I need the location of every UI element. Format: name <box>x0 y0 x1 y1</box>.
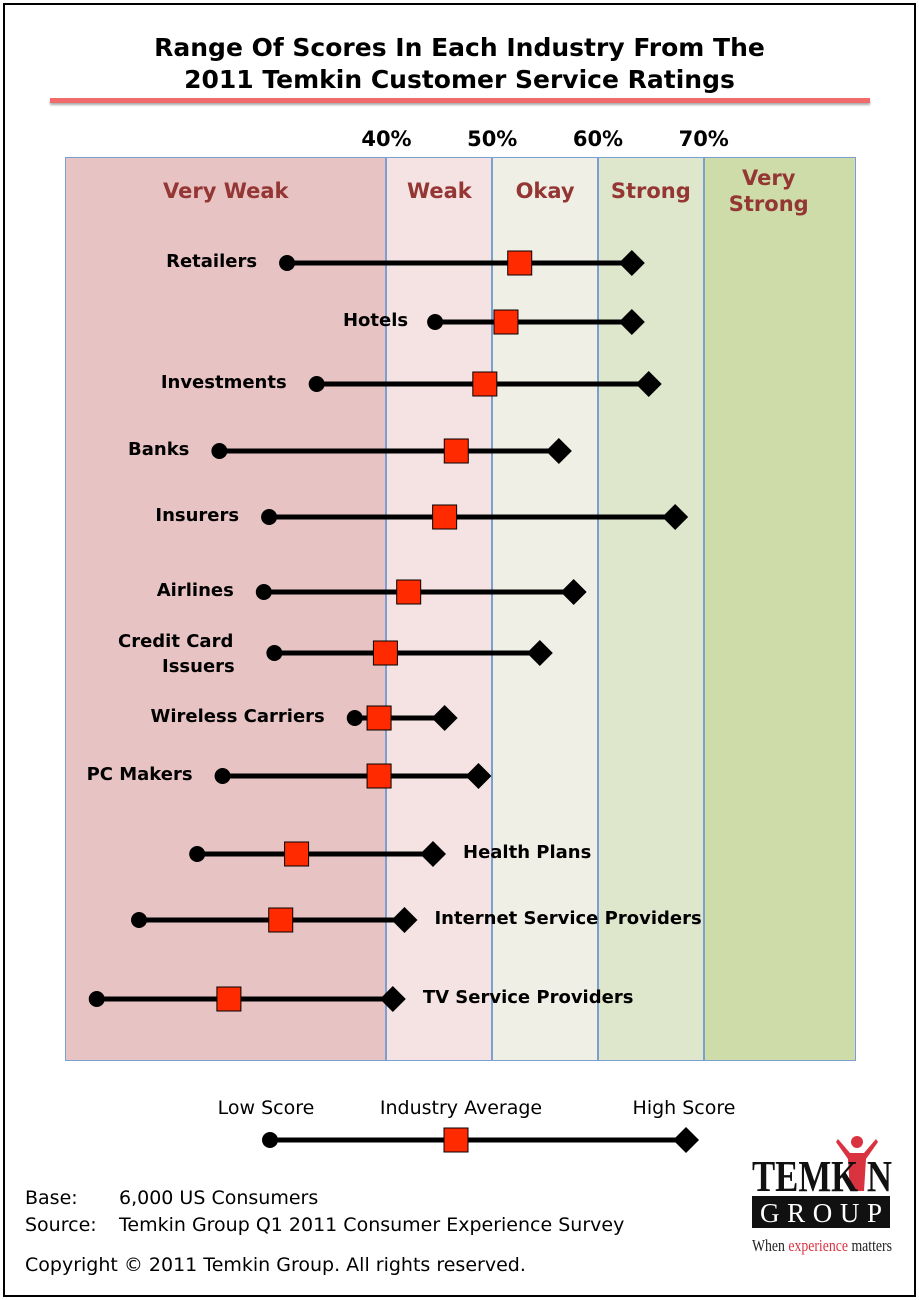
industry-label-tv-service-providers: TV Service Providers <box>422 987 634 1008</box>
industry-label-internet-service-providers: Internet Service Providers <box>434 908 702 929</box>
series-airlines <box>255 579 587 605</box>
band-label-very-weak: Very Weak <box>162 179 289 203</box>
x-tick-label: 60% <box>572 127 624 151</box>
high-score-point <box>618 309 645 335</box>
chart-title-line-2: 2011 Temkin Customer Service Ratings <box>184 65 735 94</box>
series-banks <box>211 438 572 464</box>
temkin-group-logo: TEMK N GROUP When experience matters <box>750 1133 895 1278</box>
industry-average-point <box>366 763 392 789</box>
band-label-very-strong: Very Strong <box>728 166 809 216</box>
legend-sample <box>262 1127 699 1153</box>
industry-average-point <box>396 579 422 605</box>
source-label: Source: <box>25 1214 97 1236</box>
series-investments <box>308 371 662 397</box>
high-score-point <box>526 640 553 666</box>
industry-average-point <box>443 438 469 464</box>
base-value: 6,000 US Consumers <box>119 1187 319 1209</box>
low-score-point <box>279 255 296 271</box>
industry-average-point <box>372 640 398 666</box>
industry-label-investments: Investments <box>160 372 287 393</box>
chart-title-line-1: Range Of Scores In Each Industry From Th… <box>154 33 765 62</box>
industry-average-point <box>366 705 392 731</box>
base-label: Base: <box>25 1187 78 1209</box>
footer-copyright: Copyright © 2011 Temkin Group. All right… <box>25 1254 526 1276</box>
band-label-weak: Weak <box>406 179 472 203</box>
high-score-point <box>618 250 645 276</box>
band-very-weak <box>65 157 387 1061</box>
series-health-plans <box>189 841 447 867</box>
industry-average-point <box>284 841 310 867</box>
industry-label-wireless-carriers: Wireless Carriers <box>150 706 325 727</box>
border-frame <box>3 3 916 1297</box>
source-value: Temkin Group Q1 2011 Consumer Experience… <box>119 1214 625 1236</box>
industry-average-point <box>493 309 519 335</box>
low-score-point <box>88 991 105 1007</box>
high-score-point <box>420 841 447 867</box>
low-score-point <box>214 768 231 784</box>
series-internet-service-providers <box>131 907 418 933</box>
legend-average-label: Industry Average <box>379 1097 543 1119</box>
series-insurers <box>261 504 689 530</box>
high-score-point <box>560 579 587 605</box>
industry-label-health-plans: Health Plans <box>463 842 592 863</box>
industry-average-point <box>507 250 533 276</box>
high-score-point <box>465 763 492 789</box>
industry-label-insurers: Insurers <box>155 505 240 526</box>
high-score-point <box>545 438 572 464</box>
logo-temkin-text: TEMK N <box>752 1152 892 1201</box>
legend-high-label: High Score <box>632 1097 736 1119</box>
high-score-point <box>635 371 662 397</box>
industry-label-retailers: Retailers <box>166 251 258 272</box>
high-score-point <box>379 986 406 1012</box>
low-score-point <box>266 645 283 661</box>
industry-label-banks: Banks <box>128 439 190 460</box>
industry-label-hotels: Hotels <box>342 310 409 331</box>
band-label-strong: Strong <box>610 179 691 203</box>
footer-base: Base: 6,000 US Consumers <box>25 1187 318 1209</box>
title-underline <box>50 98 870 103</box>
series-pc-makers <box>214 763 492 789</box>
low-score-point <box>427 314 444 330</box>
x-tick-label: 50% <box>467 127 518 151</box>
series-hotels <box>427 309 645 335</box>
industry-average-point <box>216 986 242 1012</box>
legend-low-label: Low Score <box>217 1097 315 1119</box>
band-very-strong <box>703 157 856 1061</box>
low-score-point <box>308 376 325 392</box>
low-score-point <box>255 584 272 600</box>
industry-label-pc-makers: PC Makers <box>86 764 193 785</box>
low-score-point <box>131 912 148 928</box>
series-retailers <box>279 250 645 276</box>
low-score-point <box>261 509 278 525</box>
industry-label-airlines: Airlines <box>156 580 234 601</box>
low-score-point <box>189 846 206 862</box>
band-okay <box>492 157 598 1061</box>
x-tick-label: 40% <box>361 127 412 151</box>
low-score-point <box>262 1132 278 1148</box>
series-credit-card-issuers <box>266 640 553 666</box>
band-label-okay: Okay <box>515 179 575 203</box>
low-score-point <box>346 710 363 726</box>
high-score-point <box>662 504 689 530</box>
x-tick-label: 70% <box>678 127 729 151</box>
industry-average-point <box>268 907 294 933</box>
footer-source: Source: Temkin Group Q1 2011 Consumer Exp… <box>25 1214 624 1236</box>
high-score-point <box>673 1127 699 1153</box>
band-strong <box>597 157 704 1061</box>
industry-average-point <box>432 504 458 530</box>
industry-average-point <box>443 1127 469 1153</box>
high-score-point <box>391 907 418 933</box>
industry-average-point <box>472 371 498 397</box>
svg-text:When experience matters: When experience matters <box>752 1236 892 1255</box>
series-wireless-carriers <box>346 705 458 731</box>
series-tv-service-providers <box>88 986 406 1012</box>
high-score-point <box>431 705 458 731</box>
low-score-point <box>211 443 228 459</box>
